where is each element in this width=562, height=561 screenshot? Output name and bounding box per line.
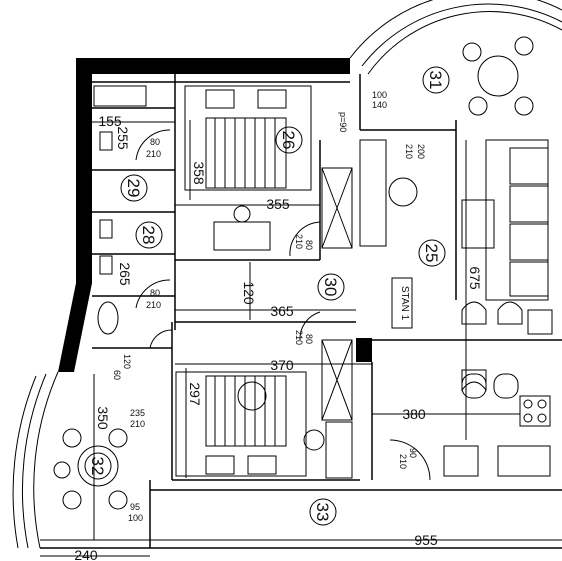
opening-80-door-label: 80 xyxy=(304,334,314,344)
opening-210-living-label: 210 xyxy=(130,419,145,429)
opening-100-label: 100 xyxy=(372,90,387,100)
room-markers xyxy=(84,66,450,526)
dim-955: 955 xyxy=(414,532,438,548)
opening-80-hall-label: 80 xyxy=(304,240,314,250)
opening-80-bed-label: 80 xyxy=(150,137,160,147)
opening-95-label: 95 xyxy=(130,502,140,512)
opening-200-label: 200 xyxy=(416,144,426,159)
opening-140-label: 140 xyxy=(372,100,387,110)
dim-265: 265 xyxy=(117,262,133,286)
opening-210-hall-label: 210 xyxy=(294,234,304,249)
opening-210-bed-label: 210 xyxy=(146,149,161,159)
opening-p90-label: p=90 xyxy=(338,112,348,132)
opening-235-label: 235 xyxy=(130,408,145,418)
room-26-label: 26 xyxy=(279,131,298,150)
dim-365: 365 xyxy=(270,303,294,319)
opening-210-kitchen-label: 210 xyxy=(398,454,408,469)
room-28-label: 28 xyxy=(139,226,158,245)
unit-label-box xyxy=(391,277,413,329)
dim-358: 358 xyxy=(191,161,207,185)
opening-60-label: 60 xyxy=(112,370,122,380)
opening-120-label: 120 xyxy=(122,354,132,369)
dim-155: 155 xyxy=(98,113,122,129)
dim-675: 675 xyxy=(467,266,483,290)
room-31-label: 31 xyxy=(426,71,445,90)
dim-297: 297 xyxy=(187,382,203,406)
opening-210-mid-label: 210 xyxy=(146,300,161,310)
opening-100-window-label: 100 xyxy=(128,513,143,523)
dim-255: 255 xyxy=(115,126,131,150)
room-25-label: 25 xyxy=(422,244,441,263)
curved-facade xyxy=(12,0,562,549)
dim-350: 350 xyxy=(95,406,111,430)
dim-380: 380 xyxy=(402,406,426,422)
room-32-label: 32 xyxy=(88,457,107,476)
unit-label: STAN 1 xyxy=(399,286,410,321)
room-29-label: 29 xyxy=(124,179,143,198)
opening-210-door-label: 210 xyxy=(294,330,304,345)
furniture xyxy=(40,36,562,557)
dim-370: 370 xyxy=(270,357,294,373)
dim-355: 355 xyxy=(266,196,290,212)
opening-80-mid-label: 80 xyxy=(150,288,160,298)
opening-90-label: 90 xyxy=(408,448,418,458)
opening-210-label: 210 xyxy=(404,144,414,159)
interior-walls xyxy=(40,74,562,549)
room-30-label: 30 xyxy=(321,278,340,297)
dim-240: 240 xyxy=(74,547,98,561)
room-33-label: 33 xyxy=(313,503,332,522)
dim-120: 120 xyxy=(241,281,257,305)
exterior-walls xyxy=(58,58,372,372)
